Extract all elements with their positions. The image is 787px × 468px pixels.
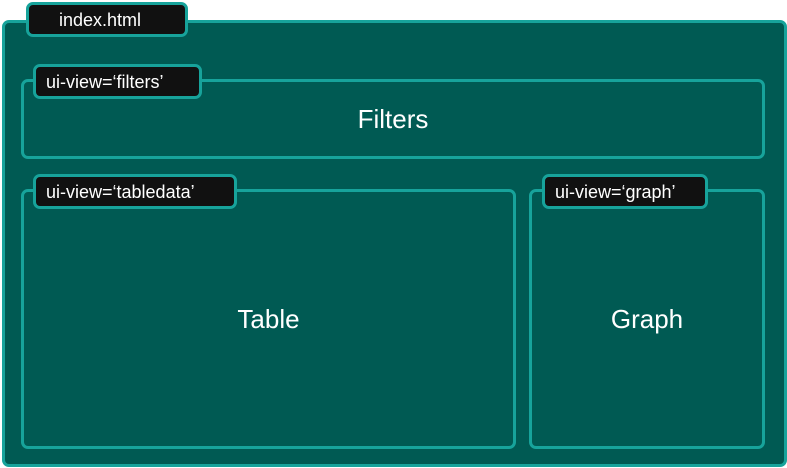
graph-view-box: Graph <box>529 189 765 449</box>
graph-view-tag: ui-view=‘graph’ <box>542 174 708 209</box>
index-html-tag: index.html <box>26 2 188 37</box>
tabledata-view-tag: ui-view=‘tabledata’ <box>33 174 237 209</box>
graph-view-label: Graph <box>610 303 684 334</box>
filters-view-label: Filters <box>357 103 429 134</box>
filters-view-tag: ui-view=‘filters’ <box>33 64 202 99</box>
tabledata-view-box: Table <box>21 189 516 449</box>
tabledata-view-label: Table <box>237 303 300 334</box>
